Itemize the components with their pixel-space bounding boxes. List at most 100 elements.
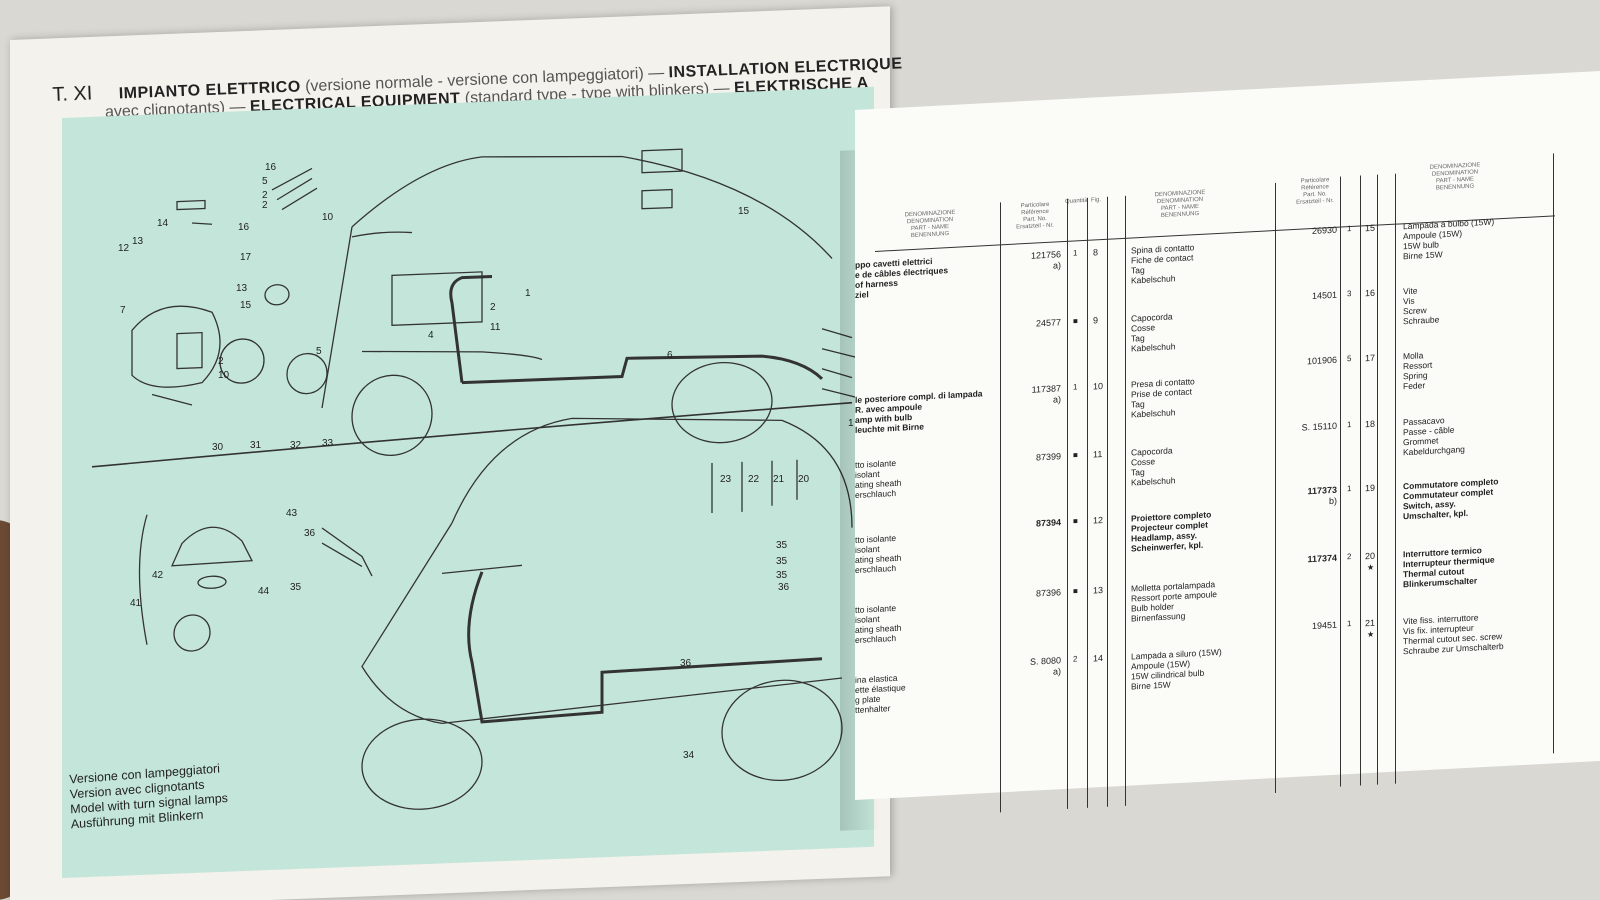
callout-number: 31 xyxy=(250,440,262,451)
bulb-44 xyxy=(197,575,227,589)
top-frame xyxy=(361,350,543,361)
top-wheel xyxy=(671,361,773,444)
spring-part xyxy=(191,222,213,225)
part-name-line: Kabelschuh xyxy=(1131,475,1176,488)
rule-1 xyxy=(1000,202,1001,813)
part-name-line: Fiche de contact xyxy=(1131,252,1194,266)
bottom-handlebar xyxy=(441,564,523,575)
bottom-harness xyxy=(467,571,823,724)
part-number: 101906 xyxy=(1306,354,1337,367)
part-number: 87396 xyxy=(1035,587,1061,599)
position-number: 10 xyxy=(1093,381,1104,392)
callout-number: 10 xyxy=(322,212,334,223)
part-name-line: Vite xyxy=(1403,285,1418,297)
rule-6 xyxy=(1275,182,1276,793)
gasket-33 xyxy=(286,352,328,395)
callout-number: 35 xyxy=(776,570,788,581)
part-number: 19451 xyxy=(1311,619,1337,632)
callout-number: 15 xyxy=(240,300,252,311)
part-name-line: Birnenfassung xyxy=(1131,610,1186,624)
top-harness xyxy=(462,354,824,385)
part-name-line: Feder xyxy=(1403,380,1426,392)
rule-10 xyxy=(1395,173,1396,784)
switch-41 xyxy=(173,614,211,652)
quantity: 3 xyxy=(1347,288,1352,299)
part-note: a) xyxy=(1052,666,1061,677)
part-name-line: Birne 15W xyxy=(1403,249,1443,262)
right-page: DENOMINAZIONE DENOMINATION PART - NAME B… xyxy=(855,70,1600,813)
position-number: 14 xyxy=(1093,653,1104,664)
callout-number: 43 xyxy=(286,508,298,519)
headlamp xyxy=(131,305,221,388)
part-note: a) xyxy=(1052,394,1061,405)
fragment-line: erschlauch xyxy=(855,632,897,645)
callout-number: 33 xyxy=(322,438,334,449)
change-marker: ★ xyxy=(1367,562,1375,573)
top-front-wheel xyxy=(351,374,433,457)
callout-number: 44 xyxy=(258,586,270,597)
diagram-drawing xyxy=(91,148,858,810)
rule-5 xyxy=(1125,195,1126,806)
screw-30 xyxy=(151,393,193,406)
part-name-line: Vis xyxy=(1403,295,1415,307)
callout-number: 12 xyxy=(118,243,130,254)
callout-number: 15 xyxy=(738,206,750,217)
part-number: S. 15110 xyxy=(1301,420,1337,433)
callout-number: 1 xyxy=(848,418,854,429)
part-number: 87394 xyxy=(1035,517,1061,529)
hdr-part-no-2: Particolare Référence Part. No. Ersatzte… xyxy=(1296,177,1334,206)
wiring-diagram: Versione con lampeggiatori Version avec … xyxy=(62,86,874,879)
callout-number: 16 xyxy=(265,162,277,173)
table-label: T. XI xyxy=(51,82,93,106)
callout-number: 1 xyxy=(525,288,531,299)
callout-number: 16 xyxy=(238,222,250,233)
callout-number: 2 xyxy=(218,356,224,367)
rear-lamp xyxy=(641,148,683,174)
callout-number: 5 xyxy=(316,346,322,357)
callout-number: 36 xyxy=(304,528,316,539)
bottom-body xyxy=(361,522,843,725)
position-number: 8 xyxy=(1093,247,1099,258)
part-number: 14501 xyxy=(1311,289,1337,302)
position-number: 20 xyxy=(1365,550,1376,562)
quantity: 1 xyxy=(1347,618,1352,629)
wire-bundle-top xyxy=(271,167,318,211)
rule-4 xyxy=(1107,196,1108,807)
position-number: 18 xyxy=(1365,418,1376,430)
rear-lamp-lens xyxy=(641,188,673,210)
callout-number: 6 xyxy=(667,350,673,361)
callout-number: 34 xyxy=(683,750,695,761)
bottom-rear-wheel xyxy=(721,679,843,782)
separator-line xyxy=(91,401,853,468)
part-name-line: Kabelschuh xyxy=(1131,273,1176,286)
bulb-part xyxy=(176,199,206,211)
fragment-line: erschlauch xyxy=(855,562,897,575)
part-name-line: Kabeldurchgang xyxy=(1403,444,1465,458)
diagram-caption: Versione con lampeggiatori Version avec … xyxy=(69,761,229,832)
part-name-line: Schraube xyxy=(1403,314,1440,327)
callout-number: 23 xyxy=(720,474,732,485)
connector-31 xyxy=(219,338,265,384)
headlamp-bracket xyxy=(176,331,203,370)
callout-number: 20 xyxy=(798,474,810,485)
callout-number: 4 xyxy=(428,330,434,341)
parts-20-23 xyxy=(711,459,798,514)
callout-number: 2 xyxy=(490,302,496,313)
part-number: 117374 xyxy=(1307,552,1337,565)
callout-number: 41 xyxy=(130,598,142,609)
callout-number: 10 xyxy=(218,370,230,381)
part-name-line: Birne 15W xyxy=(1131,679,1171,692)
callout-number: 21 xyxy=(773,474,785,485)
part-number: 26930 xyxy=(1311,224,1337,237)
quantity: 1 xyxy=(1347,483,1352,494)
quantity: 1 xyxy=(1347,419,1352,430)
hdr-fig: Fig. xyxy=(1090,197,1101,204)
rule-2 xyxy=(1067,198,1068,809)
part-note: b) xyxy=(1328,495,1337,507)
hdr-qty: Quantità xyxy=(1065,197,1088,205)
parts-table: DENOMINAZIONE DENOMINATION PART - NAME B… xyxy=(855,70,1600,813)
